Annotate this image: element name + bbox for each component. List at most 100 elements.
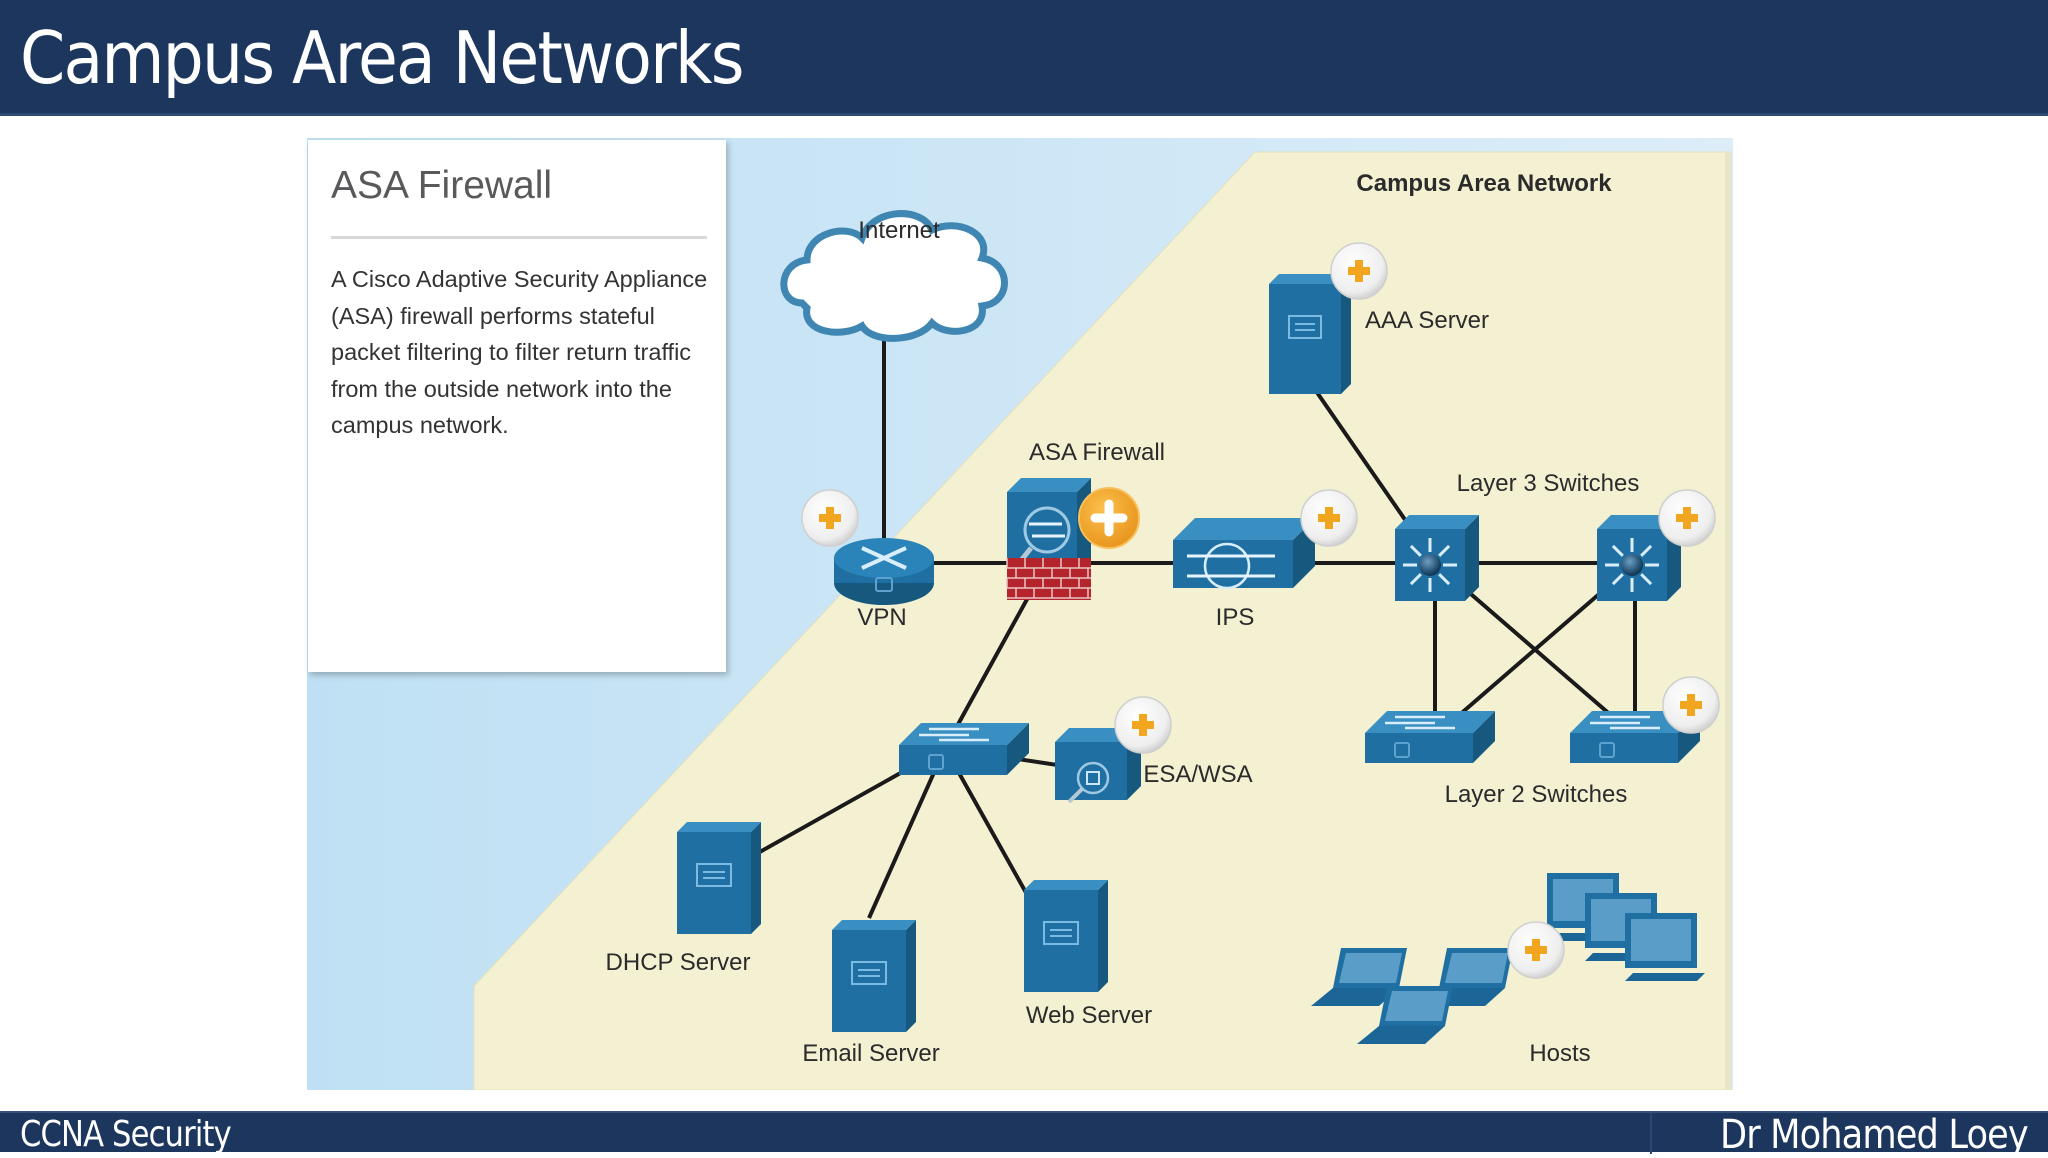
switch-arrows-icon [919,727,989,742]
layer3-switches-label: Layer 3 Switches [1457,470,1640,497]
node-l3a[interactable] [1395,515,1479,601]
l3a-switch-side [1465,515,1479,601]
desktop-3-keyboard [1625,973,1705,981]
add-info-button-asa[interactable] [1078,487,1140,549]
laptop-3-keyboard [1357,1026,1445,1044]
ips-ring [1203,542,1251,590]
info-card-heading: ASA Firewall [331,164,553,207]
l2b-front [1570,733,1678,763]
server-panel-icon [696,863,732,887]
dhcp-server-top [677,822,761,832]
node-label-hosts: Hosts [1529,1040,1590,1067]
web-server-side [1098,880,1108,992]
node-web[interactable]: Web Server [1024,880,1152,1029]
arrow-ray [1640,573,1653,586]
plus-icon [1348,260,1370,282]
traffic-arrows-icon [1029,522,1065,538]
node-label-asa: ASA Firewall [1029,439,1165,466]
web-server-top [1024,880,1108,890]
desktop-3-display [1631,919,1691,961]
firewall-brick-icon [1006,558,1091,600]
info-card-body: A Cisco Adaptive Security Appliance (ASA… [331,266,708,438]
lock-icon [1599,742,1615,758]
add-info-button-l3b[interactable] [1658,489,1716,547]
slide-footer: CCNA Security Dr Mohamed Loey [0,1111,2048,1157]
slide-title-bar: Campus Area Networks [0,0,2048,116]
firewall-top [1007,478,1091,492]
email-server-top [832,920,916,930]
plus-icon [1132,714,1154,736]
info-card-divider [331,236,707,239]
plus-icon [1525,939,1547,961]
add-info-button-ips[interactable] [1300,489,1358,547]
dmzsw-side [1007,723,1029,775]
lock-icon [928,754,944,770]
author-name: Dr Mohamed Loey [1720,1112,2029,1158]
slide-title: Campus Area Networks [20,16,744,100]
add-info-button-esa[interactable] [1114,696,1172,754]
l2a-front [1365,733,1473,763]
node-dhcp[interactable]: DHCP Server [606,822,761,976]
router-arrows-icon [861,546,907,570]
node-internet[interactable]: Internet [780,210,1008,342]
arrow-ray [1438,573,1451,586]
add-info-button-aaa[interactable] [1330,242,1388,300]
l3a-switch-top [1395,515,1479,529]
add-info-button-hosts[interactable] [1507,921,1565,979]
aaa-server-top [1269,274,1351,284]
web-server-front [1024,890,1098,992]
course-name: CCNA Security [20,1114,232,1155]
server-panel-icon [851,961,887,985]
laptop-3-display [1385,991,1448,1021]
node-dmzsw[interactable] [899,723,1029,775]
laptop-2-display [1445,953,1508,983]
footer-divider [1650,1113,1652,1154]
node-label-dhcp: DHCP Server [606,949,751,976]
laptop-1-display [1339,953,1402,983]
add-info-button-l2b[interactable] [1662,676,1720,734]
cloud-icon [780,210,1008,342]
magnifier-icon [1076,761,1110,795]
plus-icon [819,507,841,529]
email-server-front [832,930,906,1032]
info-card: ASA Firewall A Cisco Adaptive Security A… [308,140,726,672]
plus-icon [1680,694,1702,716]
arrow-ray [1611,544,1624,557]
arrow-ray [1611,573,1624,586]
email-server-side [906,920,916,1032]
lock-icon [1394,742,1410,758]
lock-icon [875,577,893,592]
node-aaa[interactable]: AAA Server [1269,274,1489,394]
node-asa[interactable]: ASA Firewall [1006,439,1165,600]
magnifier-icon [1023,506,1071,554]
layer2-switches-label: Layer 2 Switches [1445,781,1628,808]
switch-arrows-icon [1590,715,1660,730]
dhcp-server-side [751,822,761,934]
campus-area-region [473,151,1732,1090]
node-label-ips: IPS [1216,604,1255,631]
add-info-button-vpn[interactable] [801,489,859,547]
node-vpn[interactable]: VPN [834,538,934,631]
magnifier-handle [1067,787,1084,804]
campus-region-shadow [1725,152,1731,1090]
link-dmzsw-email [867,747,947,919]
plus-icon [1676,507,1698,529]
node-l2a[interactable] [1365,711,1495,763]
server-panel-icon [1043,921,1079,945]
node-label-vpn: VPN [857,604,906,631]
node-email[interactable]: Email Server [802,920,940,1067]
arrow-ray [1409,544,1422,557]
arrow-ray [1438,544,1451,557]
plus-icon [1318,507,1340,529]
layer3-hub-icon [1621,554,1643,576]
node-hosts[interactable]: Hosts [1311,873,1705,1067]
layer3-hub-icon [1419,554,1441,576]
node-label-email: Email Server [802,1040,939,1067]
node-label-aaa: AAA Server [1365,307,1489,334]
arrow-ray [1409,573,1422,586]
l2a-side [1473,711,1495,763]
content-square-icon [1086,771,1100,785]
